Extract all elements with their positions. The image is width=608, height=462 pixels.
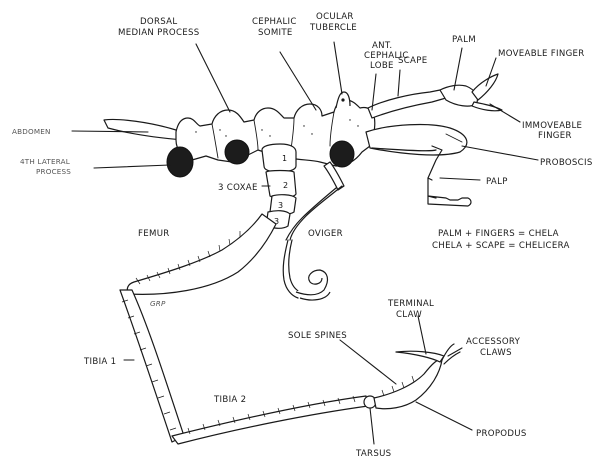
label-sole-spines: SOLE SPINES [288, 331, 347, 341]
label-accessory-2: CLAWS [480, 348, 512, 358]
propodus-shape [374, 360, 442, 409]
label-palp: PALP [486, 177, 508, 187]
scape-shape [368, 90, 446, 118]
artist-signature: GRP [150, 299, 166, 308]
tibia-2-shape [172, 396, 368, 444]
label-immoveable-2: FINGER [538, 131, 572, 141]
immoveable-finger-shape [472, 102, 502, 111]
lateral-process-1 [330, 141, 354, 167]
chelicera [368, 74, 502, 118]
label-tarsus: TARSUS [355, 449, 391, 459]
label-palm: PALM [452, 35, 476, 45]
label-immoveable-1: IMMOVEABLE [522, 121, 582, 131]
label-oviger: OVIGER [308, 229, 343, 239]
label-dorsal-2: MEDIAN PROCESS [118, 28, 200, 38]
leader-terminal-claw [418, 316, 426, 354]
leader-dorsal [196, 44, 230, 112]
moveable-finger-shape [472, 74, 498, 100]
terminal-claw-shape [396, 351, 444, 362]
label-ant-cephalic-3: LOBE [370, 61, 394, 71]
leader-palm [454, 48, 462, 90]
label-dorsal-1: DORSAL [140, 17, 177, 27]
label-ant-cephalic-1: ANT. [372, 41, 392, 51]
eye-dot [341, 98, 344, 101]
coxa-number-1: 1 [282, 154, 287, 163]
labels: DORSAL MEDIAN PROCESS CEPHALIC SOMITE OC… [12, 12, 593, 459]
label-proboscis: PROBOSCIS [540, 158, 593, 168]
tibia-1-shape [120, 290, 184, 442]
label-tibia-1: TIBIA 1 [83, 357, 116, 367]
leader-scape [398, 70, 400, 96]
oviger-coil [296, 270, 330, 300]
label-coxae: 3 COXAE [218, 183, 258, 193]
label-ocular-2: TUBERCLE [309, 23, 357, 33]
leader-propodus [416, 402, 472, 430]
coxa-1 [262, 144, 296, 172]
leader-proboscis [462, 146, 538, 160]
leader-tarsus [370, 408, 374, 444]
trunk [104, 92, 375, 177]
oviger-lower-2 [289, 240, 300, 292]
palp-segment-c [428, 178, 436, 198]
label-femur: FEMUR [138, 229, 170, 239]
label-scape: SCAPE [398, 56, 427, 66]
lateral-process-4 [167, 147, 193, 177]
label-ocular-1: OCULAR [316, 12, 354, 22]
coxa-number-2: 2 [283, 181, 288, 190]
abdomen-shape [104, 119, 184, 140]
label-accessory-1: ACCESSORY [466, 337, 521, 347]
femur-shape [127, 214, 276, 294]
leader-cephalic-somite [280, 52, 316, 110]
coxa-number-3: 3 [278, 201, 283, 210]
label-terminal-claw-2: CLAW [396, 310, 422, 320]
label-formula-2: CHELA + SCAPE = CHELICERA [432, 241, 570, 251]
label-propodus: PROPODUS [476, 429, 527, 439]
label-formula-1: PALM + FINGERS = CHELA [438, 229, 559, 239]
label-tibia-2: TIBIA 2 [213, 395, 246, 405]
palm-shape [440, 85, 478, 106]
leader-sole-spines [340, 340, 396, 384]
leader-immoveable [490, 104, 520, 122]
leader-lateral-process [94, 165, 170, 168]
leader-palp [440, 178, 480, 180]
lateral-process-3 [225, 140, 249, 164]
label-cephalic-somite-1: CEPHALIC [252, 17, 297, 27]
label-moveable-finger: MOVEABLE FINGER [498, 49, 585, 59]
label-cephalic-somite-2: SOMITE [258, 28, 293, 38]
leader-ocular [334, 42, 342, 94]
label-terminal-claw-1: TERMINAL [387, 299, 434, 309]
label-abdomen: ABDOMEN [12, 127, 51, 136]
coxa-2 [266, 171, 296, 199]
label-lateral-process-1: 4TH LATERAL [20, 157, 70, 166]
label-lateral-process-2: PROCESS [36, 167, 71, 176]
